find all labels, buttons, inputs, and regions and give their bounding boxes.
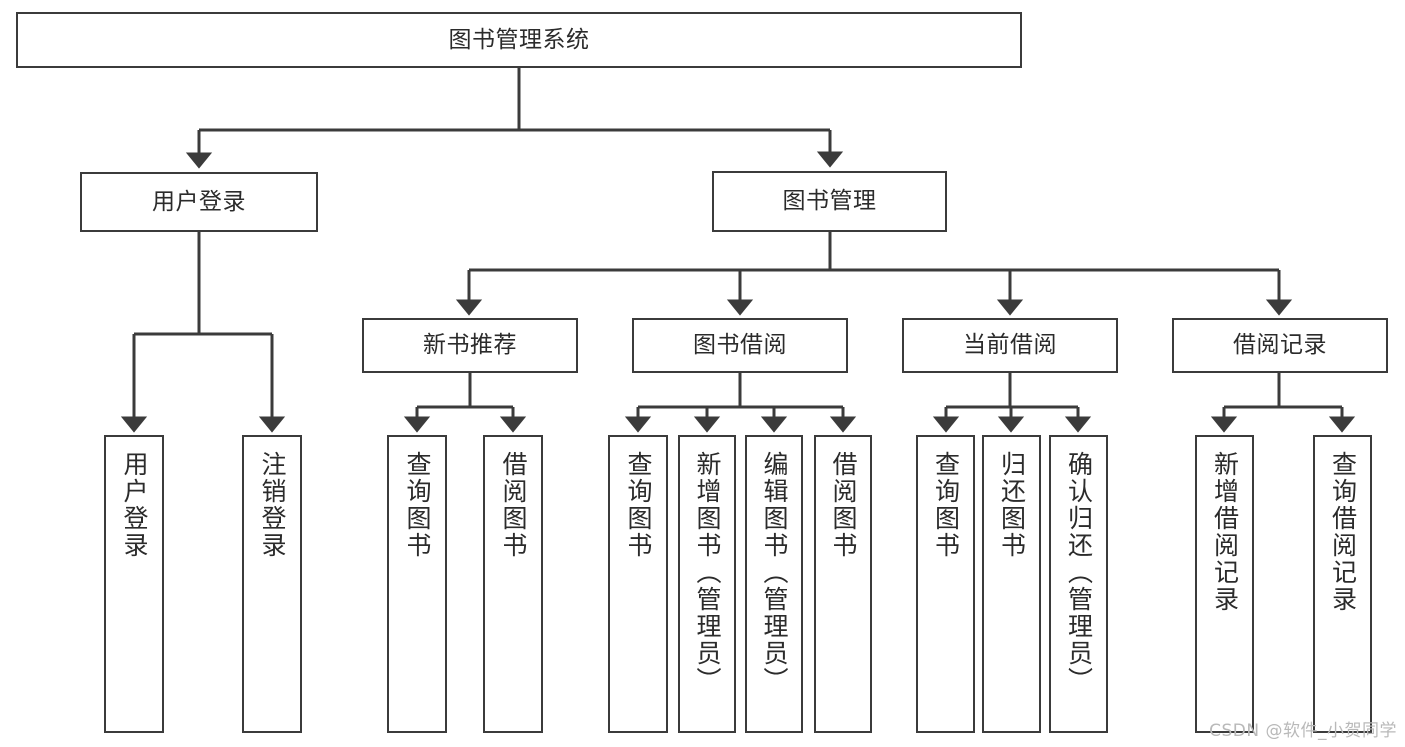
node-label: 图书管理 [782, 188, 877, 215]
node-label: 用户登录 [152, 188, 246, 215]
leaf-return-book[interactable]: 归还图书 [982, 435, 1041, 733]
node-label: 借阅记录 [1233, 332, 1327, 359]
leaf-query-book-borrow[interactable]: 查询图书 [608, 435, 668, 733]
node-current-borrow[interactable]: 当前借阅 [902, 318, 1118, 373]
node-label: 图书借阅 [693, 332, 787, 359]
leaf-borrow-book[interactable]: 借阅图书 [814, 435, 872, 733]
node-label: 当前借阅 [963, 332, 1057, 359]
node-label: 查询借阅记录 [1328, 451, 1358, 613]
node-label: 新增图书（管理员） [693, 451, 722, 694]
leaf-user-login[interactable]: 用户登录 [104, 435, 164, 733]
node-label: 借阅图书 [829, 451, 858, 559]
node-label: 新书推荐 [423, 332, 517, 359]
leaf-add-book-admin[interactable]: 新增图书（管理员） [678, 435, 736, 733]
leaf-confirm-return-admin[interactable]: 确认归还（管理员） [1049, 435, 1108, 733]
node-label: 借阅图书 [499, 451, 528, 559]
node-label: 查询图书 [403, 451, 432, 559]
node-label: 新增借阅记录 [1210, 451, 1240, 613]
leaf-logout[interactable]: 注销登录 [242, 435, 302, 733]
node-borrow-record[interactable]: 借阅记录 [1172, 318, 1388, 373]
leaf-query-book-current[interactable]: 查询图书 [916, 435, 975, 733]
node-label: 用户登录 [120, 451, 149, 559]
node-new-book-recommend[interactable]: 新书推荐 [362, 318, 578, 373]
node-label: 图书管理系统 [448, 26, 590, 53]
leaf-add-borrow-record[interactable]: 新增借阅记录 [1195, 435, 1254, 733]
node-root-system[interactable]: 图书管理系统 [16, 12, 1022, 68]
node-label: 确认归还（管理员） [1064, 451, 1094, 694]
node-book-borrow[interactable]: 图书借阅 [632, 318, 848, 373]
node-label: 注销登录 [258, 451, 287, 559]
node-label: 归还图书 [997, 451, 1027, 559]
leaf-edit-book-admin[interactable]: 编辑图书（管理员） [745, 435, 803, 733]
node-book-management[interactable]: 图书管理 [712, 171, 947, 232]
watermark: CSDN @软件_小贺同学 [1209, 721, 1397, 741]
node-label: 查询图书 [624, 451, 653, 559]
node-label: 编辑图书（管理员） [760, 451, 789, 694]
node-user-login[interactable]: 用户登录 [80, 172, 318, 232]
leaf-query-book-newbook[interactable]: 查询图书 [387, 435, 447, 733]
leaf-query-borrow-record[interactable]: 查询借阅记录 [1313, 435, 1372, 733]
leaf-borrow-book-newbook[interactable]: 借阅图书 [483, 435, 543, 733]
node-label: 查询图书 [931, 451, 961, 559]
